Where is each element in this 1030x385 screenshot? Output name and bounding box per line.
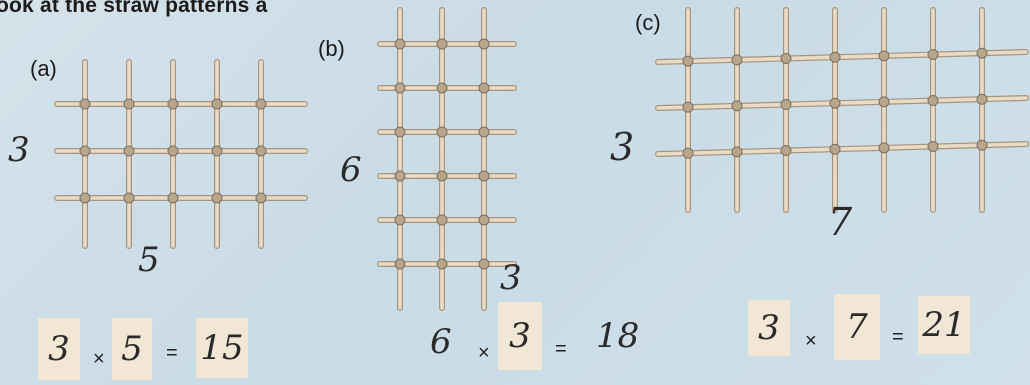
straw-joint <box>436 170 448 182</box>
straw-joint <box>436 126 448 138</box>
straw-joint <box>211 192 223 204</box>
straw-joint <box>878 50 890 62</box>
straw-joint <box>878 142 890 154</box>
straw-joint <box>436 258 448 270</box>
straw-joint <box>478 82 490 94</box>
straw-joint <box>167 98 179 110</box>
equation-2-equals-sign: = <box>555 338 567 360</box>
straw-joint <box>211 98 223 110</box>
straw-joint <box>255 192 267 204</box>
straw-joint <box>394 126 406 138</box>
straw-joint <box>255 145 267 157</box>
straw-joint <box>394 258 406 270</box>
equation-3-times-sign: × <box>805 330 817 352</box>
horizontal-straw <box>656 142 1028 156</box>
figure-a-rows-note: 3 <box>8 130 30 170</box>
straw-joint <box>976 93 988 105</box>
equation-1-times-sign: × <box>93 348 105 370</box>
figure-a-cols-note: 5 <box>138 240 160 280</box>
straw-joint <box>79 145 91 157</box>
straw-joint <box>731 100 743 112</box>
figure-c-rows-note: 3 <box>610 125 635 169</box>
straw-joint <box>829 143 841 155</box>
straw-joint <box>682 101 694 113</box>
straw-joint <box>927 141 939 153</box>
equation-2-times-sign: × <box>478 342 490 364</box>
straw-joint <box>79 98 91 110</box>
straw-joint <box>478 170 490 182</box>
figure-b-rows-note: 6 <box>340 150 362 190</box>
straw-joint <box>478 258 490 270</box>
equation-1-result: 15 <box>196 318 248 378</box>
straw-joint <box>976 47 988 59</box>
straw-joint <box>123 98 135 110</box>
straw-joint <box>780 145 792 157</box>
straw-joint <box>878 96 890 108</box>
straw-joint <box>394 82 406 94</box>
straw-joint <box>780 53 792 65</box>
straw-joint <box>927 95 939 107</box>
straw-joint <box>255 98 267 110</box>
equation-3-factor-a: 3 <box>748 300 790 356</box>
straw-joint <box>436 82 448 94</box>
straw-joint <box>682 55 694 67</box>
straw-joint <box>436 214 448 226</box>
straw-joint <box>211 145 223 157</box>
instruction-text: ook at the straw patterns a <box>0 0 268 17</box>
straw-joint <box>927 49 939 61</box>
straw-joint <box>478 214 490 226</box>
straw-joint <box>436 38 448 50</box>
straw-joint <box>829 51 841 63</box>
equation-2-result: 18 <box>596 316 640 356</box>
straw-joint <box>394 170 406 182</box>
straw-joint <box>394 38 406 50</box>
equation-1-factor-b: 5 <box>112 318 152 380</box>
figure-b-cols-note: 3 <box>500 258 522 298</box>
equation-2-factor-b: 3 <box>498 302 542 370</box>
straw-joint <box>167 145 179 157</box>
equation-3-factor-b: 7 <box>834 294 880 360</box>
straw-joint <box>123 192 135 204</box>
straw-joint <box>394 214 406 226</box>
straw-joint <box>731 54 743 66</box>
straw-joint <box>731 146 743 158</box>
equation-1-equals-sign: = <box>166 342 178 364</box>
horizontal-straw <box>656 96 1028 110</box>
straw-joint <box>478 38 490 50</box>
straw-joint <box>829 97 841 109</box>
straw-joint <box>167 192 179 204</box>
straw-joint <box>682 147 694 159</box>
straw-joint <box>79 192 91 204</box>
figure-c-cols-note: 7 <box>828 200 853 244</box>
equation-3-result: 21 <box>918 296 970 354</box>
equation-2-factor-a: 6 <box>430 322 452 362</box>
straw-joint <box>123 145 135 157</box>
horizontal-straw <box>656 50 1028 64</box>
figure-b-label: (b) <box>318 36 345 61</box>
straw-joint <box>780 99 792 111</box>
straw-joint <box>478 126 490 138</box>
figure-a-label: (a) <box>30 56 57 81</box>
equation-3-equals-sign: = <box>892 326 904 348</box>
straw-joint <box>976 139 988 151</box>
equation-1-factor-a: 3 <box>38 318 80 380</box>
figure-c-label: (c) <box>635 10 661 35</box>
